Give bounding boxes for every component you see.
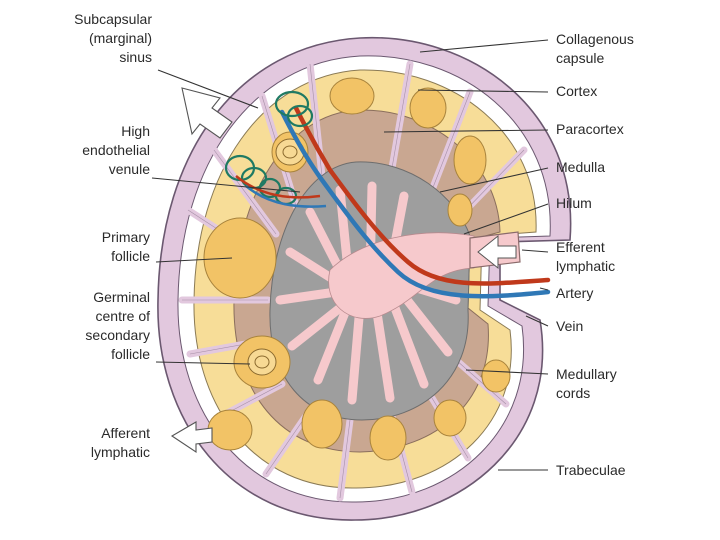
label-line: Hilum [556,195,592,211]
label-cortex: Cortex [556,83,597,99]
hev-loop [286,104,314,128]
label-line: follicle [111,248,150,264]
medullary-cord [371,301,395,403]
label-trabeculae: Trabeculae [556,462,626,478]
label-line: lymphatic [556,258,615,274]
medullary-cord [399,291,453,357]
label-line: Cortex [556,83,597,99]
high-endothelial-venules [224,90,327,208]
hev-loop [274,90,310,118]
label-line: centre of [96,308,151,324]
follicle [447,193,473,227]
label-high-endothelial-venule: High endothelial venule [82,123,150,177]
follicle [369,415,407,461]
label-subcapsular-sinus: Subcapsular (marginal) sinus [74,11,152,65]
hev-venule [245,185,327,208]
label-line: follicle [111,346,150,362]
afferent-arrow-icon [181,87,233,139]
label-line: Efferent [556,239,605,255]
label-line: High [121,123,150,139]
medullary-cord [387,295,429,389]
label-line: secondary [85,327,150,343]
afferent-arrow-icon [170,421,213,454]
label-line: Afferent [101,425,150,441]
trabecula-edge [461,149,525,215]
label-line: Primary [102,229,150,245]
leader-lines [151,39,549,471]
efferent-arrow-icon [477,234,517,270]
medullary-cord [347,301,365,405]
label-line: endothelial [82,142,150,158]
hev-arteriole [235,175,321,199]
follicle [207,409,253,451]
label-line: Medullary [556,366,617,382]
label-line: Vein [556,318,583,334]
label-line: Trabeculae [556,462,626,478]
label-primary-follicle: Primary follicle [102,229,150,264]
follicle [301,399,343,449]
label-line: sinus [119,49,152,65]
label-medullary-cords: Medullary cords [556,366,617,401]
germinal-centre-core [282,145,298,159]
medullary-cord [313,295,355,385]
label-paracortex: Paracortex [556,121,624,137]
label-medulla: Medulla [556,159,605,175]
label-artery: Artery [556,285,593,301]
label-line: capsule [556,50,604,66]
label-germinal-centre: Germinal centre of secondary follicle [85,289,150,362]
label-line: Artery [556,285,593,301]
follicle [329,77,375,115]
follicles [203,77,511,461]
follicle [433,399,467,437]
artery-vessel [293,105,551,286]
label-line: (marginal) [89,30,152,46]
follicle [481,359,511,393]
label-line: Germinal [93,289,150,305]
label-line: cords [556,385,590,401]
follicle [409,87,447,129]
label-line: lymphatic [91,444,150,460]
follicle [203,217,277,299]
label-hilum: Hilum [556,195,592,211]
trabecula-edge [431,91,471,191]
label-collagenous-capsule: Collagenous capsule [556,31,634,66]
label-line: venule [109,161,150,177]
label-vein: Vein [556,318,583,334]
trabecula-edge [339,419,351,499]
trabecula-edge [213,149,277,235]
label-line: Medulla [556,159,605,175]
label-efferent-lymphatic: Efferent lymphatic [556,239,615,274]
label-line: Subcapsular [74,11,152,27]
germinal-centre-core [254,355,270,369]
vein-vessel [279,109,551,299]
trabecula-edge [391,63,411,169]
label-afferent-lymphatic: Afferent lymphatic [91,425,150,460]
label-line: Collagenous [556,31,634,47]
trabecula-edge [455,359,507,405]
label-line: Paracortex [556,121,624,137]
follicle [453,135,487,185]
germinal-centre [247,348,277,376]
